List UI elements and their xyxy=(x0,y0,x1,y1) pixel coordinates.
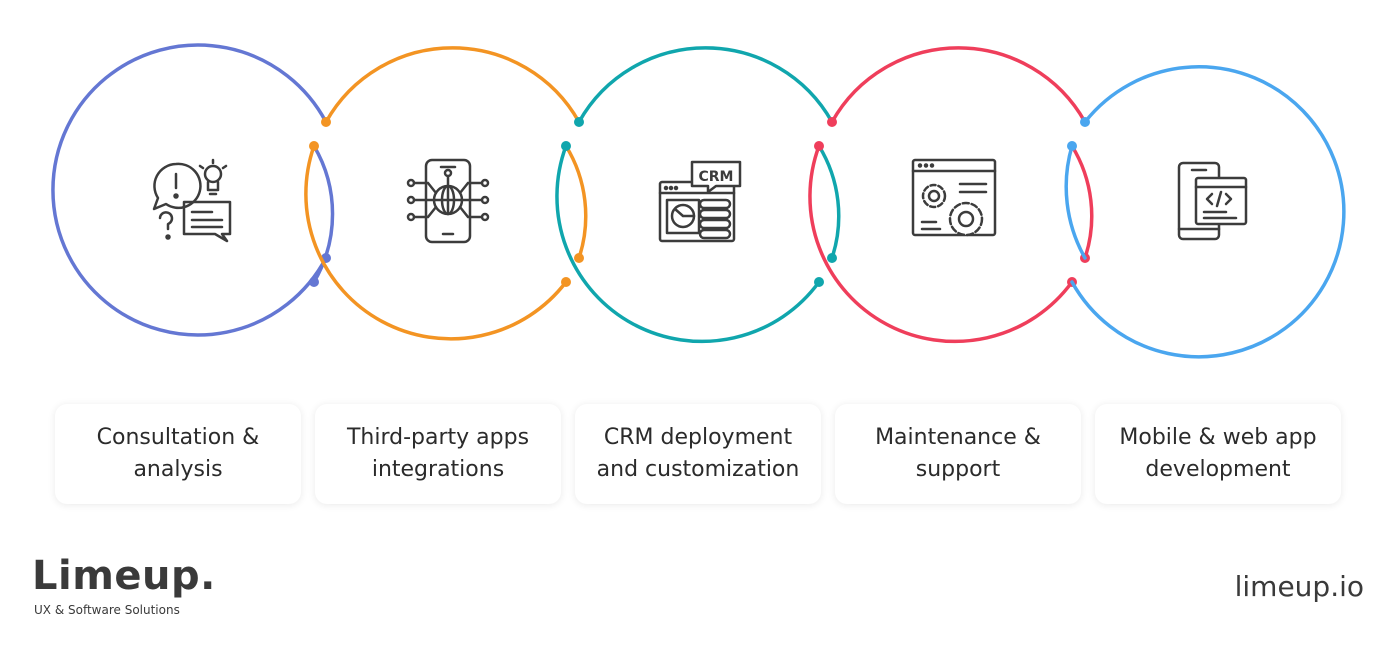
ring-maintenance xyxy=(808,46,1094,344)
ring-integrations xyxy=(304,46,588,341)
step-card-development: Mobile & web app development xyxy=(1095,404,1341,504)
step-label: support xyxy=(915,457,1001,482)
step-label: analysis xyxy=(133,457,223,482)
gears-icon xyxy=(911,158,997,237)
step-card-integrations: Third-party apps integrations xyxy=(315,404,561,504)
step-label: Third-party apps xyxy=(346,425,530,450)
step-label: and customization xyxy=(596,457,800,482)
step-label: Maintenance & xyxy=(875,425,1041,450)
brand-logo: Limeup. xyxy=(32,553,216,599)
ring-crm xyxy=(555,46,841,344)
step-card-maintenance: Maintenance & support xyxy=(835,404,1081,504)
integration-phone-icon xyxy=(406,158,490,244)
step-label: CRM deployment xyxy=(603,425,793,450)
step-label: Consultation & xyxy=(96,425,260,450)
mobile-web-icon xyxy=(1177,161,1248,241)
site-url: limeup.io xyxy=(1234,570,1364,603)
step-label: integrations xyxy=(371,457,505,482)
ring-development xyxy=(1064,65,1346,359)
step-card-consultation: Consultation & analysis xyxy=(55,404,301,504)
brand-tagline: UX & Software Solutions xyxy=(34,603,180,617)
step-label: Mobile & web app xyxy=(1119,425,1317,450)
process-rings: CRM xyxy=(51,43,1346,359)
step-label: development xyxy=(1145,457,1291,482)
ring-consultation xyxy=(51,43,335,337)
crm-icon: CRM xyxy=(658,160,742,243)
consultation-icon xyxy=(152,158,232,243)
step-card-crm: CRM deployment and customization xyxy=(575,404,821,504)
crm-icon-label: CRM xyxy=(699,169,734,185)
